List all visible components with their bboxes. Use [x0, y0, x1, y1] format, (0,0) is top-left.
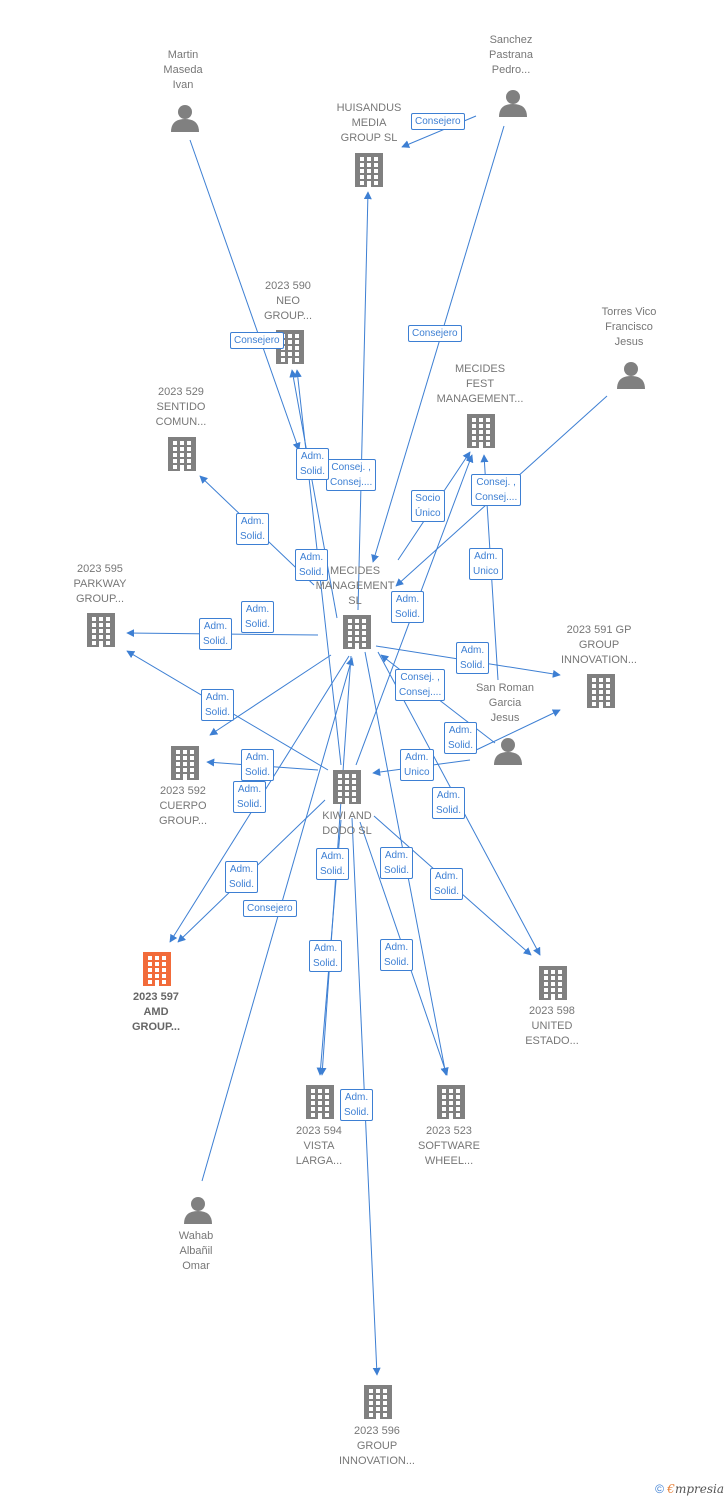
- edge-label-torres-mecides[interactable]: Consej. , Consej....: [471, 474, 522, 506]
- node-label-martin[interactable]: Martin Maseda Ivan: [163, 49, 203, 91]
- edge-label-mecides-vista[interactable]: Adm. Solid.: [309, 940, 343, 972]
- node-label-gp591[interactable]: 2023 591 GP GROUP INNOVATION...: [561, 624, 637, 666]
- edge-mecides-to-cuerpo: [209, 654, 332, 736]
- person-icon-torres[interactable]: [617, 362, 645, 389]
- node-label-cuerpo[interactable]: 2023 592 CUERPO GROUP...: [158, 785, 208, 827]
- empresia-logo: €mpresia: [667, 1482, 724, 1496]
- copyright-icon: ©: [655, 1482, 664, 1496]
- node-label-fest[interactable]: MECIDES FEST MANAGEMENT...: [436, 363, 524, 405]
- node-label-amd[interactable]: 2023 597 AMD GROUP...: [131, 991, 181, 1033]
- edge-kiwi-to-gp591: [471, 709, 561, 753]
- node-label-vista[interactable]: 2023 594 VISTA LARGA...: [295, 1125, 343, 1167]
- node-label-huisandus[interactable]: HUISANDUS MEDIA GROUP SL: [336, 102, 402, 144]
- edge-label-mecides-huisandus[interactable]: Consej. , Consej....: [326, 459, 377, 491]
- node-label-torres[interactable]: Torres Vico Francisco Jesus: [601, 306, 657, 348]
- edge-label-sanchez-huisandus[interactable]: Consejero: [411, 113, 465, 130]
- edge-label-kiwi-fest[interactable]: Adm. Solid.: [391, 591, 425, 623]
- edge-label-kiwi-united[interactable]: Adm. Solid.: [430, 868, 464, 900]
- edge-label-kiwi-software[interactable]: Adm. Solid.: [380, 847, 414, 879]
- node-label-software[interactable]: 2023 523 SOFTWARE WHEEL...: [418, 1125, 480, 1167]
- building-icon-software[interactable]: [437, 1085, 465, 1119]
- edge-label-mecides-neo[interactable]: Adm. Solid.: [296, 448, 330, 480]
- edge-label-mecides-cuerpo[interactable]: Adm. Solid.: [201, 689, 235, 721]
- edge-label-sanchez-mecides[interactable]: Consejero: [408, 325, 462, 342]
- edge-label-mecides-united[interactable]: Adm. Solid.: [432, 787, 466, 819]
- edge-label-mecides-sentido[interactable]: Adm. Solid.: [236, 513, 270, 545]
- building-icon-sentido[interactable]: [168, 437, 196, 471]
- edge-label-mecides-parkway[interactable]: Adm. Solid.: [199, 618, 233, 650]
- building-icon-kiwi[interactable]: [333, 770, 361, 804]
- icons-layer: [87, 90, 645, 1419]
- edge-wahab-to-mecides: [201, 657, 354, 1182]
- edge-label-kiwi-innov596[interactable]: Adm. Solid.: [340, 1089, 374, 1121]
- edge-label-sanroman-kiwi[interactable]: Adm. Unico: [400, 749, 434, 781]
- node-label-kiwi[interactable]: KIWI AND DODO SL: [322, 810, 372, 837]
- person-icon-wahab[interactable]: [184, 1197, 212, 1224]
- edge-label-sanroman-mecides[interactable]: Consej. , Consej....: [395, 669, 446, 701]
- building-icon-parkway[interactable]: [87, 613, 115, 647]
- node-label-sentido[interactable]: 2023 529 SENTIDO COMUN...: [155, 386, 207, 428]
- footer-brand[interactable]: © €mpresia: [655, 1482, 724, 1496]
- node-label-sanchez[interactable]: Sanchez Pastrana Pedro...: [488, 34, 534, 76]
- edge-label-kiwi-cuerpo[interactable]: Adm. Solid.: [241, 749, 275, 781]
- edge-label-kiwi-vista[interactable]: Adm. Solid.: [316, 848, 350, 880]
- person-icon-sanroman[interactable]: [494, 738, 522, 765]
- node-label-mecides[interactable]: MECIDES MANAGEMENT SL: [315, 565, 395, 607]
- edge-label-kiwi-neo[interactable]: Adm. Solid.: [295, 549, 329, 581]
- building-icon-huisandus[interactable]: [355, 153, 383, 187]
- building-icon-fest[interactable]: [467, 414, 495, 448]
- node-label-innov596[interactable]: 2023 596 GROUP INNOVATION...: [339, 1425, 415, 1467]
- node-label-sanroman[interactable]: San Roman Garcia Jesus: [475, 682, 535, 724]
- person-icon-sanchez[interactable]: [499, 90, 527, 117]
- edge-label-kiwi-amd[interactable]: Adm. Solid.: [225, 861, 259, 893]
- node-label-neo[interactable]: 2023 590 NEO GROUP...: [263, 280, 313, 322]
- node-label-wahab[interactable]: Wahab Albañil Omar: [178, 1230, 214, 1272]
- edge-label-sanroman-fest[interactable]: Adm. Unico: [469, 548, 503, 580]
- building-icon-gp591[interactable]: [587, 674, 615, 708]
- edge-label-mecides-amd[interactable]: Adm. Solid.: [233, 781, 267, 813]
- edge-label-mecides-software[interactable]: Adm. Solid.: [380, 939, 414, 971]
- building-icon-innov596[interactable]: [364, 1385, 392, 1419]
- edge-martin-to-neo: [189, 139, 301, 451]
- edges-layer: [126, 115, 608, 1376]
- edge-label-mecides-fest[interactable]: Socio Único: [411, 490, 445, 522]
- building-icon-cuerpo[interactable]: [171, 746, 199, 780]
- edge-label-kiwi-parkway[interactable]: Adm. Solid.: [241, 601, 275, 633]
- edge-mecides-to-huisandus: [357, 191, 372, 611]
- edge-label-kiwi-gp591[interactable]: Adm. Solid.: [444, 722, 478, 754]
- node-label-parkway[interactable]: 2023 595 PARKWAY GROUP...: [73, 563, 127, 605]
- person-icon-martin[interactable]: [171, 105, 199, 132]
- edge-label-wahab-mecides[interactable]: Consejero: [243, 900, 297, 917]
- building-icon-amd[interactable]: [143, 952, 171, 986]
- edge-mecides-to-neo: [289, 369, 338, 619]
- building-icon-united[interactable]: [539, 966, 567, 1000]
- edge-label-martin-neo[interactable]: Consejero: [230, 332, 284, 349]
- node-label-united[interactable]: 2023 598 UNITED ESTADO...: [525, 1005, 579, 1047]
- building-icon-mecides[interactable]: [343, 615, 371, 649]
- edge-sanchez-to-mecides: [371, 125, 505, 563]
- edge-label-mecides-gp591[interactable]: Adm. Solid.: [456, 642, 490, 674]
- building-icon-vista[interactable]: [306, 1085, 334, 1119]
